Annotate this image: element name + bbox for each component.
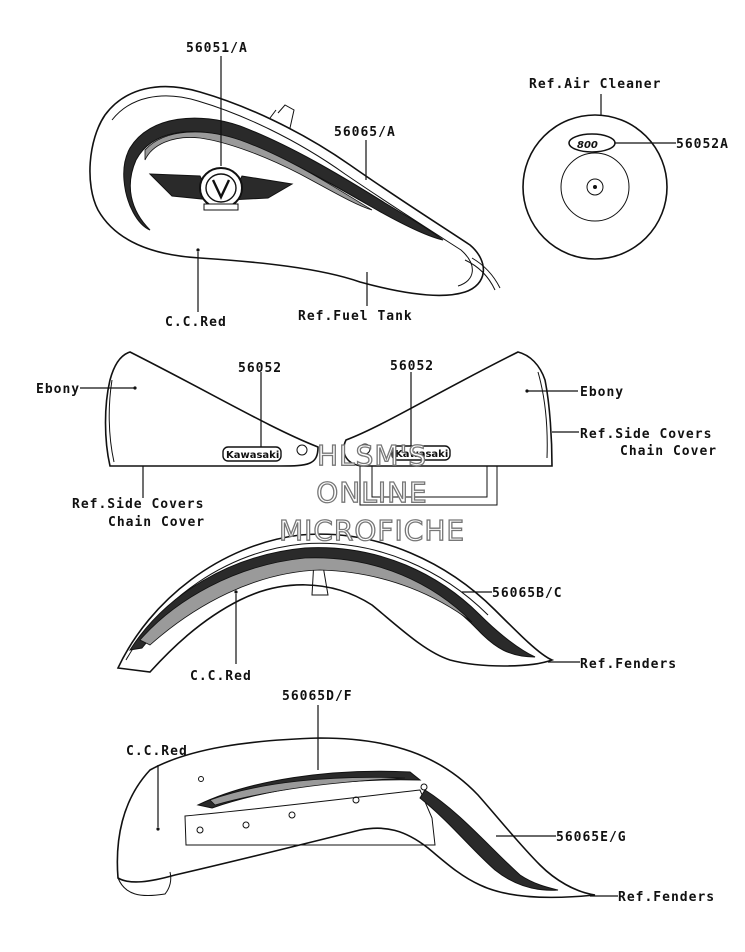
side-cover-left: Kawasaki (104, 351, 319, 467)
rear-fender (116, 737, 596, 899)
side-left-badge: Kawasaki (226, 450, 279, 461)
front-fender (116, 533, 555, 673)
fuel-tank (89, 85, 501, 297)
label-side-right-ref-2: Chain Cover (620, 444, 717, 459)
label-rear-fender-color: C.C.Red (126, 744, 188, 759)
air-cleaner-cover: 800 (522, 114, 668, 260)
label-side-left-decal: 56052 (238, 361, 282, 376)
watermark: HLSM'S ONLINE MICROFICHE (278, 438, 465, 547)
watermark-line-2: ONLINE (316, 476, 427, 509)
label-air-decal: 56052A (676, 137, 729, 152)
air-cleaner-badge: 800 (577, 140, 598, 151)
label-tank-color: C.C.Red (165, 315, 227, 330)
label-side-right-ref-1: Ref.Side Covers (580, 427, 712, 442)
label-front-fender-ref: Ref.Fenders (580, 657, 677, 672)
label-front-fender-color: C.C.Red (190, 669, 252, 684)
label-side-left-ref-2: Chain Cover (108, 515, 205, 530)
side-right-badge: Kawasaki (395, 449, 448, 460)
watermark-line-3: MICROFICHE (279, 514, 465, 547)
chain-cover (359, 466, 498, 506)
watermark-line-1: HLSM'S (317, 439, 427, 472)
label-side-left-color: Ebony (36, 382, 80, 397)
label-front-fender-stripe: 56065B/C (492, 586, 563, 601)
label-tank-emblem: 56051/A (186, 41, 248, 56)
tank-stripe-decal (123, 117, 444, 241)
label-side-right-color: Ebony (580, 385, 624, 400)
label-side-right-decal: 56052 (390, 359, 434, 374)
label-rear-fender-stripe-side: 56065E/G (556, 830, 627, 845)
label-tank-ref: Ref.Fuel Tank (298, 309, 413, 324)
label-rear-fender-ref: Ref.Fenders (618, 890, 715, 905)
label-air-ref: Ref.Air Cleaner (529, 77, 661, 92)
label-side-left-ref-1: Ref.Side Covers (72, 497, 204, 512)
tank-emblem (148, 167, 294, 211)
label-rear-fender-stripe-top: 56065D/F (282, 689, 353, 704)
label-tank-stripe: 56065/A (334, 125, 396, 140)
side-cover-right: Kawasaki (342, 351, 553, 467)
